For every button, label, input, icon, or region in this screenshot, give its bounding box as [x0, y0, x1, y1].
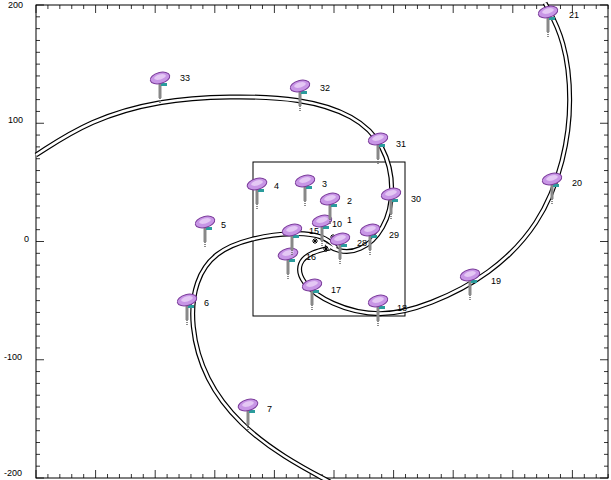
antenna-icon: [329, 231, 351, 265]
callout-number: 33: [180, 74, 190, 83]
antenna-icon: [541, 171, 563, 205]
antenna-icon: [537, 4, 559, 38]
antenna-icon: [380, 186, 402, 220]
center-marker: [312, 238, 318, 244]
callout-number: 2: [347, 197, 352, 206]
antenna-icon: [301, 277, 323, 311]
antennas: [149, 4, 563, 431]
antenna-icon: [281, 222, 303, 256]
antenna-icon: [176, 292, 198, 326]
tick-label: 200: [8, 1, 23, 10]
antenna-icon: [367, 131, 389, 165]
callout-number: 17: [331, 286, 341, 295]
callout-number: 32: [320, 84, 330, 93]
callout-number: 21: [569, 11, 579, 20]
tick-label: -100: [4, 353, 22, 362]
antenna-icon: [246, 176, 268, 210]
arm-inner: [36, 97, 392, 252]
arm-outline: [300, 3, 570, 314]
callout-number: 31: [396, 140, 406, 149]
callout-number: 28: [357, 239, 367, 248]
antenna-icon: [289, 78, 311, 112]
callout-number: 20: [572, 179, 582, 188]
arm-inner: [300, 3, 570, 314]
callout-number: 15: [309, 227, 319, 236]
antenna-icon: [367, 293, 389, 327]
callout-number: 10: [332, 220, 342, 229]
antenna-icon: [149, 70, 171, 104]
callout-number: 19: [491, 277, 501, 286]
spiral-arms: [36, 3, 570, 480]
callout-number: 3: [322, 180, 327, 189]
tick-label: 100: [8, 116, 23, 125]
callout-number: 30: [411, 195, 421, 204]
callout-number: 29: [389, 231, 399, 240]
tick-label: -200: [4, 469, 22, 478]
antenna-icon: [294, 173, 316, 207]
callout-number: 7: [267, 405, 272, 414]
callout-number: 16: [306, 253, 316, 262]
antenna-icon: [277, 246, 299, 280]
callout-number: 6: [204, 299, 209, 308]
antenna-icon: [459, 267, 481, 301]
antenna-icon: [237, 397, 259, 431]
center-marker: [323, 246, 329, 252]
callout-number: 5: [221, 221, 226, 230]
callout-number: 4: [274, 182, 279, 191]
callout-number: 1: [347, 216, 352, 225]
arm-inner: [193, 234, 336, 480]
arm-outline: [36, 97, 392, 252]
antenna-icon: [194, 214, 216, 248]
tick-label: 0: [24, 235, 29, 244]
callout-number: 18: [397, 304, 407, 313]
arm-outline: [193, 234, 336, 480]
